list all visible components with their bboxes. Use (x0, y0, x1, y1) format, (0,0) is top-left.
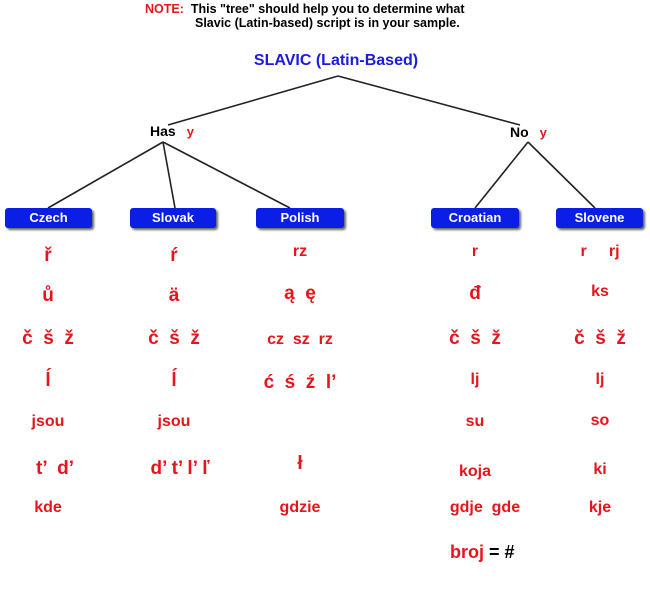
edge-has-slovak (162, 141, 176, 209)
formula-word: broj (450, 542, 484, 562)
croatian-item: č š ž (449, 328, 501, 349)
node-no-label: No (510, 124, 529, 140)
slovak-item: jsou (157, 413, 191, 430)
note: NOTE: This "tree" should help you to det… (145, 2, 465, 30)
edge-no-slovene (527, 141, 596, 209)
slovene-item: ks (591, 283, 609, 300)
formula-rest: = # (484, 542, 515, 562)
polish-item: rz (292, 243, 308, 260)
box-croatian: Croatian (431, 208, 519, 228)
slovene-item: č š ž (574, 328, 626, 349)
box-czech: Czech (5, 208, 92, 228)
node-has-label: Has (150, 123, 176, 139)
czech-item: ĺ (45, 370, 51, 391)
czech-item: jsou (31, 413, 65, 430)
slovak-item: č š ž (148, 328, 200, 349)
edge-no-croatian (474, 141, 529, 209)
croatian-item: su (465, 413, 485, 430)
czech-item: ř (44, 245, 52, 266)
polish-item: ą ę (284, 283, 316, 304)
edge-root-no (337, 75, 521, 126)
slovene-item: so (590, 412, 610, 429)
polish-item: ć ś ź l’ (263, 372, 337, 393)
slovak-item: ĺ (171, 370, 177, 391)
note-line2: Slavic (Latin-based) script is in your s… (195, 16, 460, 30)
note-line1: This "tree" should help you to determine… (190, 2, 465, 16)
tree-title: SLAVIC (Latin-Based) (253, 52, 419, 69)
polish-item: cz sz rz (267, 331, 333, 348)
slovene-item: ki (593, 461, 607, 478)
croatian-item: đ (469, 283, 481, 304)
croatian-item: gdje gde (449, 499, 521, 516)
slovak-item: ä (168, 285, 180, 306)
box-slovene: Slovene (556, 208, 643, 228)
box-slovak: Slovak (130, 208, 216, 228)
polish-item: ł (297, 453, 303, 474)
slovene-item: lj (595, 371, 605, 388)
node-has-mark: y (186, 124, 194, 139)
polish-item: gdzie (279, 499, 321, 516)
czech-item: č š ž (22, 328, 74, 349)
croatian-item: r (471, 243, 479, 260)
slovak-item: ŕ (170, 245, 178, 266)
edge-has-czech (47, 141, 164, 209)
edge-root-has (167, 75, 339, 126)
box-polish: Polish (256, 208, 344, 228)
croatian-item: koja (458, 463, 491, 480)
slovene-item: r rj (580, 243, 620, 260)
note-label: NOTE: (145, 2, 184, 16)
edge-has-polish (162, 141, 291, 209)
slovene-item: kje (588, 499, 612, 516)
broj-formula: broj = # (450, 542, 515, 563)
node-no-mark: y (539, 125, 547, 140)
croatian-item: lj (470, 371, 480, 388)
slovak-item: d’ t’ l’ ľ (150, 458, 210, 479)
czech-item: t’ d’ (36, 458, 74, 479)
czech-item: kde (34, 499, 62, 516)
czech-item: ů (42, 285, 54, 306)
